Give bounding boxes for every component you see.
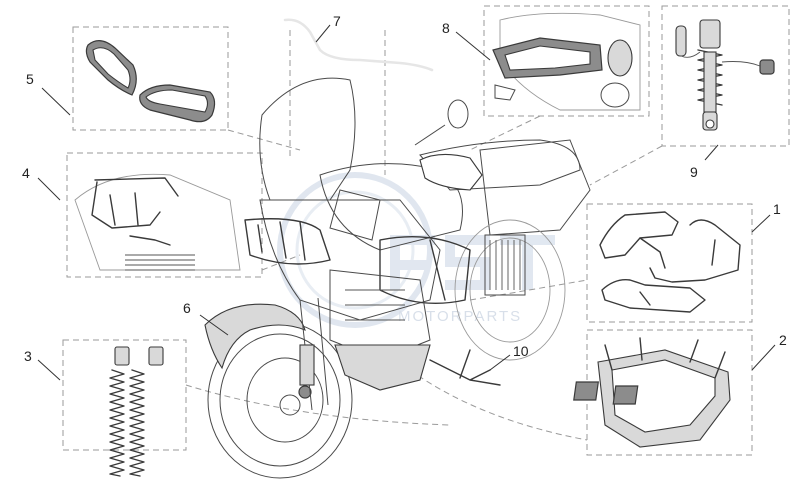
mirror [414, 124, 446, 146]
box-8-exhaust [483, 5, 650, 117]
windscreen [259, 77, 356, 201]
shock-top-mount [699, 19, 721, 49]
radiator [484, 234, 526, 296]
part-8-exhaust [492, 12, 641, 111]
callout-3: 3 [24, 348, 32, 364]
part-9-shock-absorber [675, 19, 775, 131]
part-4-radiator-fins [125, 254, 195, 271]
shock-reservoir [675, 25, 687, 57]
part-1-crashbars [599, 211, 741, 313]
leader-lines [37, 24, 776, 381]
front-fender [204, 303, 306, 370]
fork-spring-right [129, 369, 145, 477]
box-2-skid-plate [586, 329, 753, 456]
callout-5: 5 [26, 71, 34, 87]
box-3-fork-springs [62, 339, 187, 451]
part-3-fork-springs [109, 346, 164, 477]
watermark-ring-inner [295, 190, 415, 310]
callout-8: 8 [442, 20, 450, 36]
callout-6: 6 [183, 300, 191, 316]
callout-9: 9 [690, 164, 698, 180]
spring-spacer-left [114, 346, 130, 366]
box-4-crashbars-mounted [66, 152, 263, 278]
part-5-handguards [85, 40, 216, 123]
part-4-crashbars-detail [74, 173, 241, 271]
callout-10: 10 [513, 343, 529, 359]
watermark-ring-outer [277, 172, 433, 328]
callout-7: 7 [333, 13, 341, 29]
center-stand [429, 349, 501, 386]
watermark-logo-letters [390, 235, 555, 290]
callout-4: 4 [22, 165, 30, 181]
callout-1: 1 [773, 201, 781, 217]
motorcycle [204, 77, 591, 479]
spring-spacer-right [148, 346, 164, 366]
shock-preload-knob [759, 59, 775, 75]
watermark-text: MOTORPARTS [398, 308, 522, 325]
part-7-handlebar-inner [283, 18, 434, 72]
handguard-mounted [419, 153, 483, 191]
box-9-shock [661, 5, 790, 147]
shock-body [703, 51, 717, 113]
callout-2: 2 [779, 332, 787, 348]
box-1-crashbars [586, 203, 753, 323]
front-disc [246, 357, 324, 443]
fork-spring-left [109, 369, 125, 477]
box-5-handguards [72, 26, 229, 131]
part-2-skid-plate [573, 337, 731, 448]
skid-plate-mounted [334, 344, 431, 391]
